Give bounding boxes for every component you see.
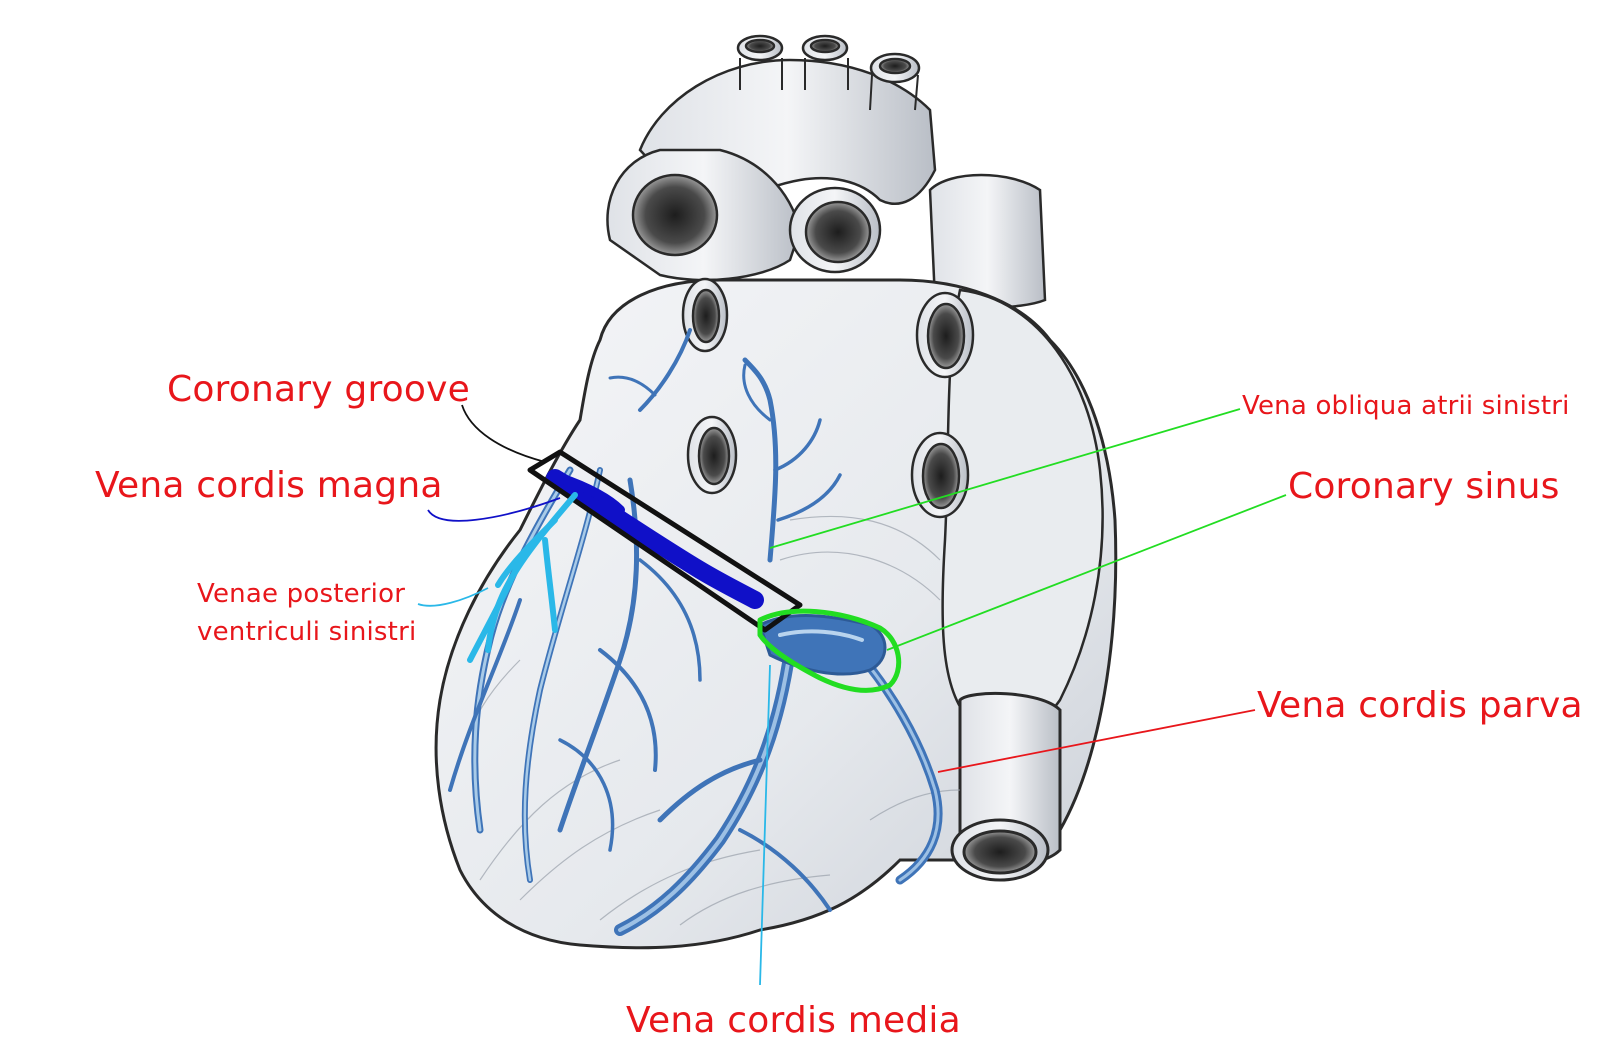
- vena-cordis-magna-highlight: [546, 469, 764, 609]
- coronary-sinus-outline: [757, 608, 902, 693]
- leader-lines: [417, 404, 1287, 986]
- vena-obliqua-leader: [769, 408, 1241, 549]
- pulmonary-vein-openings: [681, 277, 975, 519]
- label-vena-cordis-magna: Vena cordis magna: [95, 465, 443, 506]
- venae-posterior-leader: [417, 587, 489, 607]
- vena-cordis-magna-leader: [427, 497, 561, 522]
- pulmonary-arteries: [606, 148, 882, 282]
- coronary-sinus-leader: [886, 494, 1287, 651]
- coronary-groove-outline: [527, 449, 803, 633]
- label-venae-posterior-line2: ventriculi sinistri: [197, 617, 417, 647]
- label-coronary-sinus: Coronary sinus: [1288, 466, 1560, 507]
- vena-cordis-media-leader: [759, 664, 771, 986]
- label-venae-posterior-line1: Venae posterior: [197, 579, 406, 609]
- label-vena-obliqua-atrii-sinistri: Vena obliqua atrii sinistri: [1242, 391, 1570, 421]
- coronary-groove-leader: [461, 404, 546, 463]
- venae-posterior-highlight: [467, 492, 578, 663]
- vena-cordis-parva-leader: [937, 709, 1256, 773]
- label-vena-cordis-parva: Vena cordis parva: [1257, 685, 1583, 726]
- label-coronary-groove: Coronary groove: [167, 369, 470, 410]
- label-vena-cordis-media: Vena cordis media: [626, 1000, 961, 1041]
